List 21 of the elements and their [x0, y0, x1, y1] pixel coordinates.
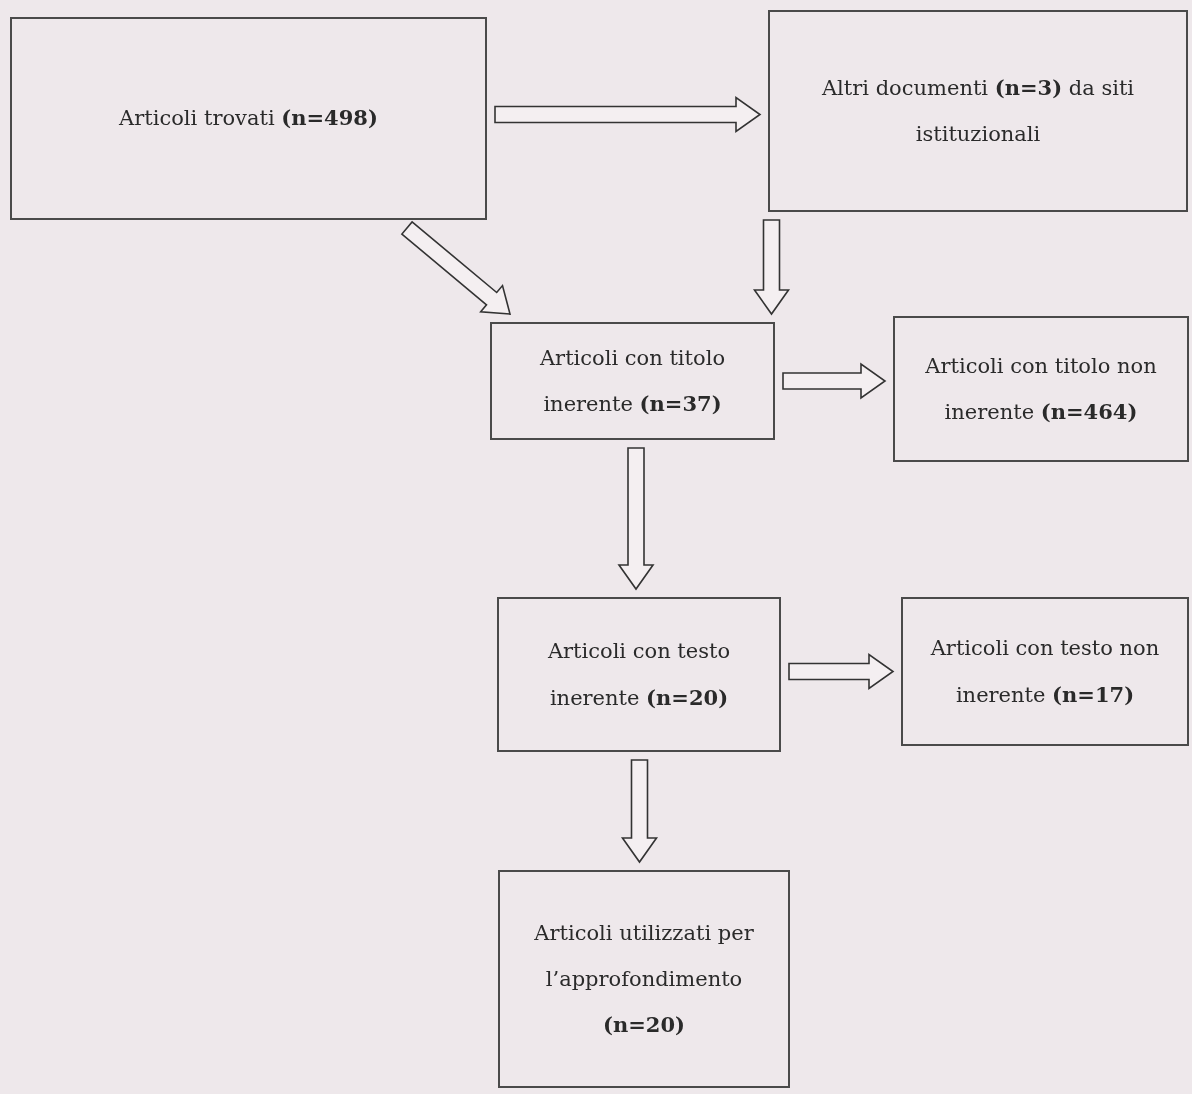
block-arrow [788, 652, 895, 691]
process-box [490, 322, 775, 440]
process-box [768, 10, 1188, 212]
box-text: Articoli con titolo inerente (n=37) [538, 344, 727, 418]
block-arrow [617, 447, 655, 591]
process-box [497, 597, 781, 752]
box-text: Articoli con testo inerente (n=20) [546, 638, 732, 712]
process-box [893, 316, 1189, 462]
box-text: Articoli con titolo non inerente (n=464) [924, 352, 1158, 426]
block-arrow [494, 95, 762, 134]
box-text: Articoli con testo non inerente (n=17) [929, 635, 1161, 709]
process-box [10, 17, 487, 220]
block-arrow [400, 220, 512, 315]
process-box [498, 870, 790, 1088]
block-arrow [782, 362, 887, 400]
box-text: Altri documenti (n=3) da siti istituzionali [820, 73, 1136, 148]
block-arrow [620, 759, 659, 864]
block-arrow [752, 219, 791, 316]
process-box [901, 597, 1189, 746]
box-text: Articoli utilizzati per l’approfondimento (n=20) [533, 919, 755, 1040]
box-text: Articoli trovati (n=498) [119, 104, 378, 133]
